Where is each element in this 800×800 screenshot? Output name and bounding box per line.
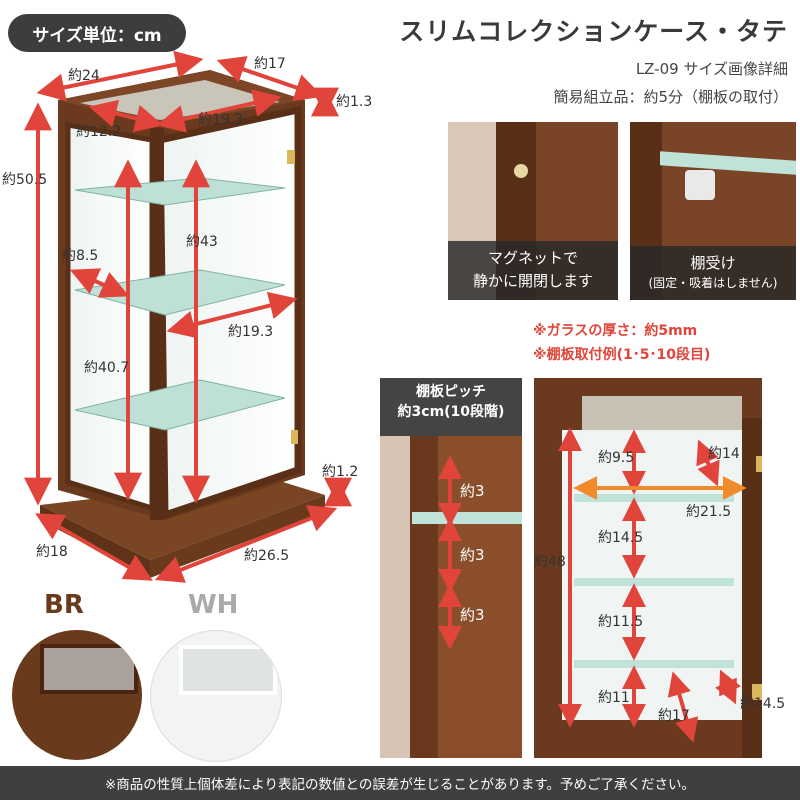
disclaimer-footer: ※商品の性質上個体差により表記の数値との誤差が生じることがあります。予めご了承く… (0, 766, 800, 800)
pitch-step-1: 約3 (460, 482, 485, 500)
dim-base-thickness: 約1.2 (322, 464, 358, 480)
pitch-step-2: 約3 (460, 546, 485, 564)
interior-dimension-arrows: 約48 約9.5 約14 約21.5 約14.5 約11.5 約11 約17 約… (534, 427, 785, 743)
pitch-header-line2: 約3cm(10段階) (397, 404, 505, 421)
magnet-caption-line2: 静かに開閉します (472, 271, 593, 290)
bracket-caption-line2: (固定・吸着はしません) (648, 276, 778, 290)
inner-top-gap: 約9.5 (598, 450, 634, 466)
dim-depth-top: 約17 (254, 56, 286, 72)
color-label-wh: WH (188, 590, 239, 620)
dim-width-top: 約24 (68, 68, 100, 84)
shelf-bracket-photo: 棚受け (固定・吸着はしません) (630, 122, 796, 300)
bracket-caption-line1: 棚受け (690, 253, 736, 272)
pitch-detail-photo (380, 378, 522, 758)
cabinet-illustration: 約24 約17 約1.3 約12.2 約19.3 約50.5 約43 約8.5 … (2, 50, 372, 583)
pitch-step-3: 約3 (460, 606, 485, 624)
pitch-header-line1: 棚板ピッチ (416, 384, 486, 400)
dim-base-depth: 約18 (36, 544, 68, 560)
inner-width: 約21.5 (686, 504, 731, 520)
shelf-example-note: ※棚板取付例(1･5･10段目) (533, 347, 711, 363)
inner-bottom-gap: 約11 (598, 690, 630, 706)
pitch-arrows: 約3 約3 約3 (438, 455, 485, 650)
page-title: スリムコレクションケース・タテ (399, 17, 788, 46)
size-unit-badge: サイズ単位：cm (8, 14, 186, 52)
inner-door-gap: 約14 (708, 446, 740, 462)
dim-height: 約50.5 (2, 172, 47, 188)
bracket-icon (685, 170, 715, 200)
magnet-icon (514, 164, 528, 178)
model-label: LZ-09 サイズ画像詳細 (635, 60, 788, 78)
color-swatch-br (12, 630, 142, 760)
magnet-detail-photo: マグネットで 静かに開閉します (448, 122, 618, 300)
dim-base-width: 約26.5 (244, 548, 289, 564)
dim-inner-width-top: 約19.3 (198, 112, 243, 128)
inner-bottom-depth: 約17 (658, 708, 690, 724)
magnet-caption-line1: マグネットで (487, 249, 578, 267)
dim-shelf-gap: 約8.5 (62, 248, 98, 264)
glass-thickness-note: ※ガラスの厚さ：約5mm (533, 323, 698, 339)
dim-inner-depth: 約12.2 (76, 124, 121, 140)
inner-total-height: 約48 (534, 554, 566, 570)
color-label-br: BR (44, 590, 84, 620)
dim-inner-width-mid: 約19.3 (228, 324, 273, 340)
assembly-label: 簡易組立品：約5分（棚板の取付） (553, 88, 788, 106)
dim-top-thickness: 約1.3 (336, 94, 372, 110)
dim-inner-height-total: 約40.7 (84, 360, 129, 376)
inner-bottom-door: 約14.5 (740, 696, 785, 712)
inner-mid-gap2: 約11.5 (598, 614, 643, 630)
inner-mid-gap1: 約14.5 (598, 530, 643, 546)
pitch-header: 棚板ピッチ 約3cm(10段階) (380, 378, 522, 436)
dim-inner-height: 約43 (186, 234, 218, 250)
color-swatch-wh (150, 630, 282, 762)
